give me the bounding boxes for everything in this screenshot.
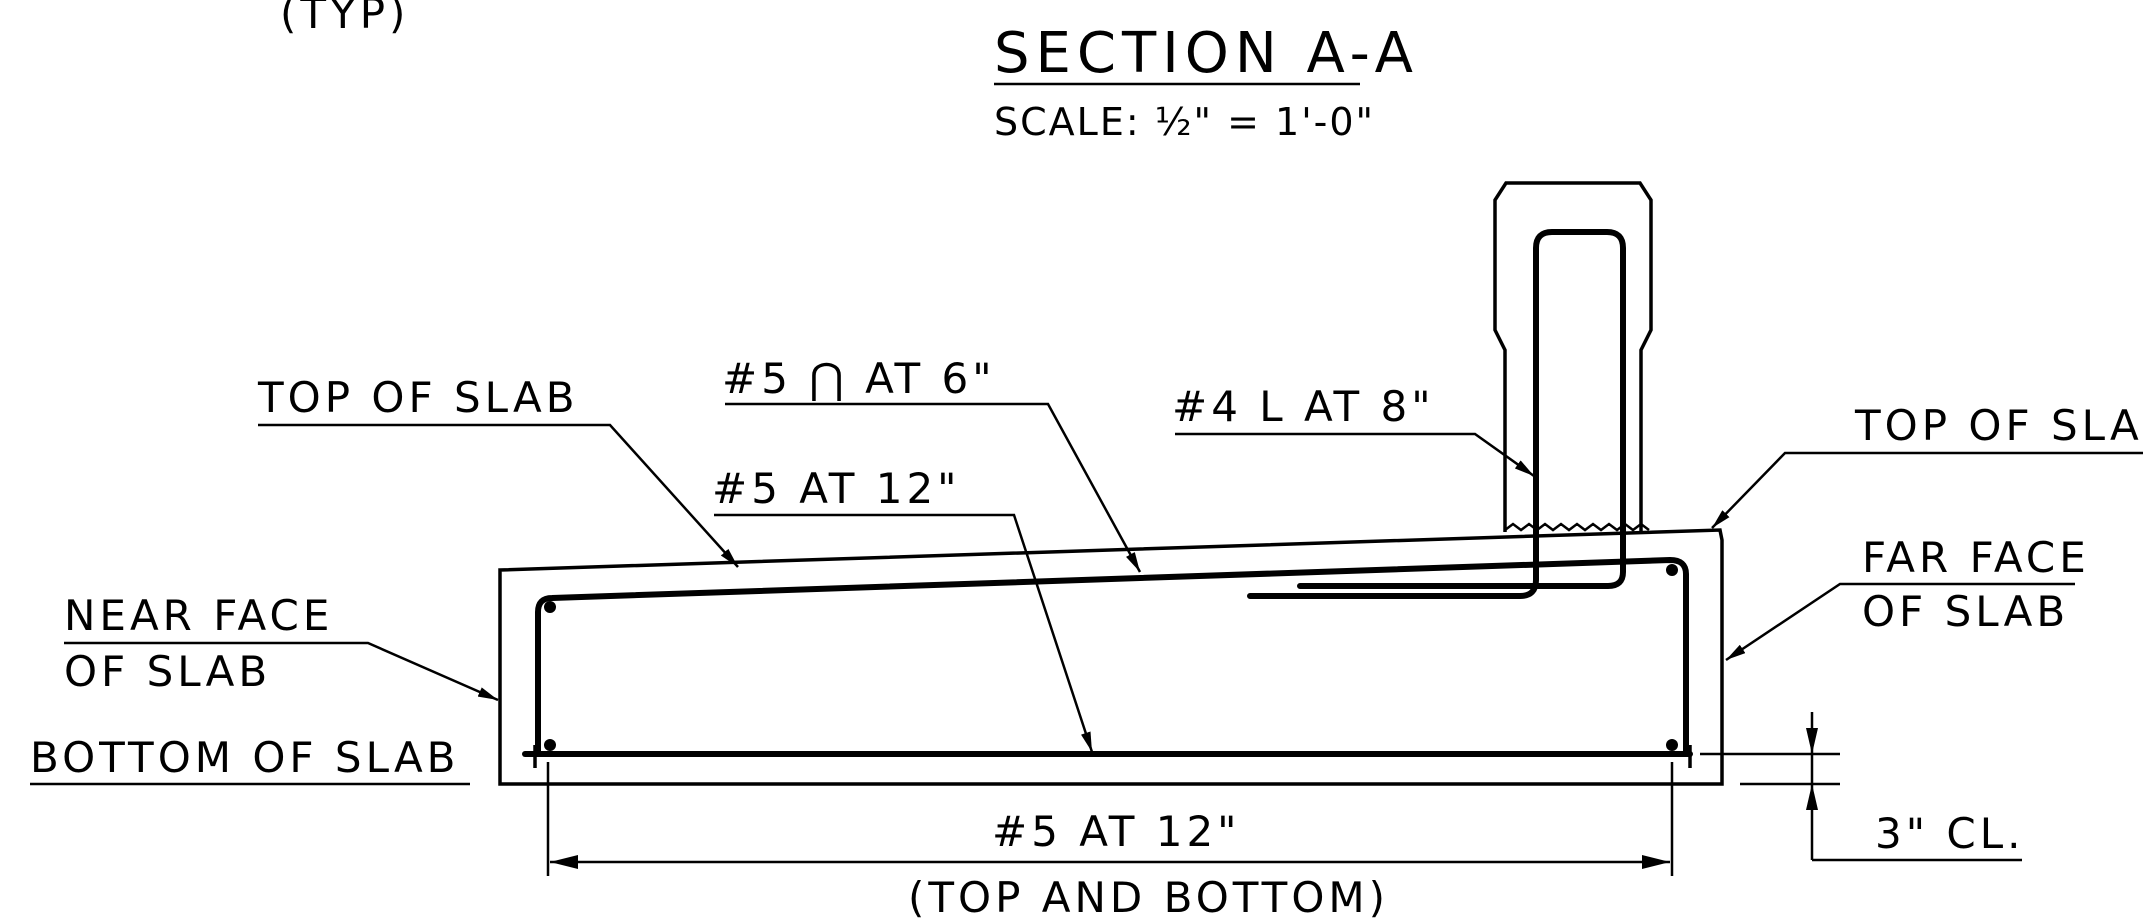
near-face-label-line1: NEAR FACE <box>64 591 333 640</box>
dim-arrow-left <box>550 855 578 869</box>
hook-bar-5-leader <box>725 402 1142 573</box>
bar-5-12-upper-leader <box>714 513 1094 753</box>
bar-dot-top-right <box>1666 564 1678 576</box>
near-face-label-line2: OF SLAB <box>64 647 271 696</box>
construction-joint <box>1504 522 1650 532</box>
clear-cover-label: 3" CL. <box>1875 809 2024 858</box>
top-of-slab-right-label: TOP OF SLAB <box>1854 401 2143 450</box>
section-title: SECTION A-A <box>994 21 1419 86</box>
far-face-leader <box>1725 582 2075 662</box>
scale-label: SCALE: ½" = 1'-0" <box>994 100 1375 144</box>
far-face-label-line1: FAR FACE <box>1862 533 2090 582</box>
bar-dot-bottom-left <box>544 739 556 751</box>
bar-5-12-upper-label: #5 AT 12" <box>712 464 961 513</box>
far-face-label-line2: OF SLAB <box>1862 587 2069 636</box>
top-of-slab-left-leader <box>258 423 739 568</box>
l-bar-4-leader <box>1175 432 1535 478</box>
dim-arrow-right <box>1642 855 1670 869</box>
l-bar-4-inner <box>1247 229 1626 599</box>
bar-dot-bottom-right <box>1666 739 1678 751</box>
bar-5-12-lower-label: #5 AT 12" <box>992 807 1241 856</box>
hook-bar-5 <box>535 557 1689 757</box>
slab-outline <box>498 528 1724 786</box>
near-face-leader <box>64 641 499 702</box>
bar-dot-top-left <box>544 601 556 613</box>
hook-bar-5-label: #5 ⋂ AT 6" <box>722 354 996 403</box>
cover-arrow-top <box>1806 728 1818 754</box>
top-of-slab-left-label: TOP OF SLAB <box>257 373 579 422</box>
bottom-of-slab-label: BOTTOM OF SLAB <box>30 733 460 782</box>
l-bar-4-label: #4 L AT 8" <box>1172 382 1435 431</box>
typ-label: (TYP) <box>280 0 409 38</box>
top-and-bottom-label: (TOP AND BOTTOM) <box>908 873 1389 922</box>
parapet-outline <box>1493 181 1653 532</box>
cover-arrow-bottom <box>1806 784 1818 810</box>
top-of-slab-right-leader <box>1711 451 2143 529</box>
